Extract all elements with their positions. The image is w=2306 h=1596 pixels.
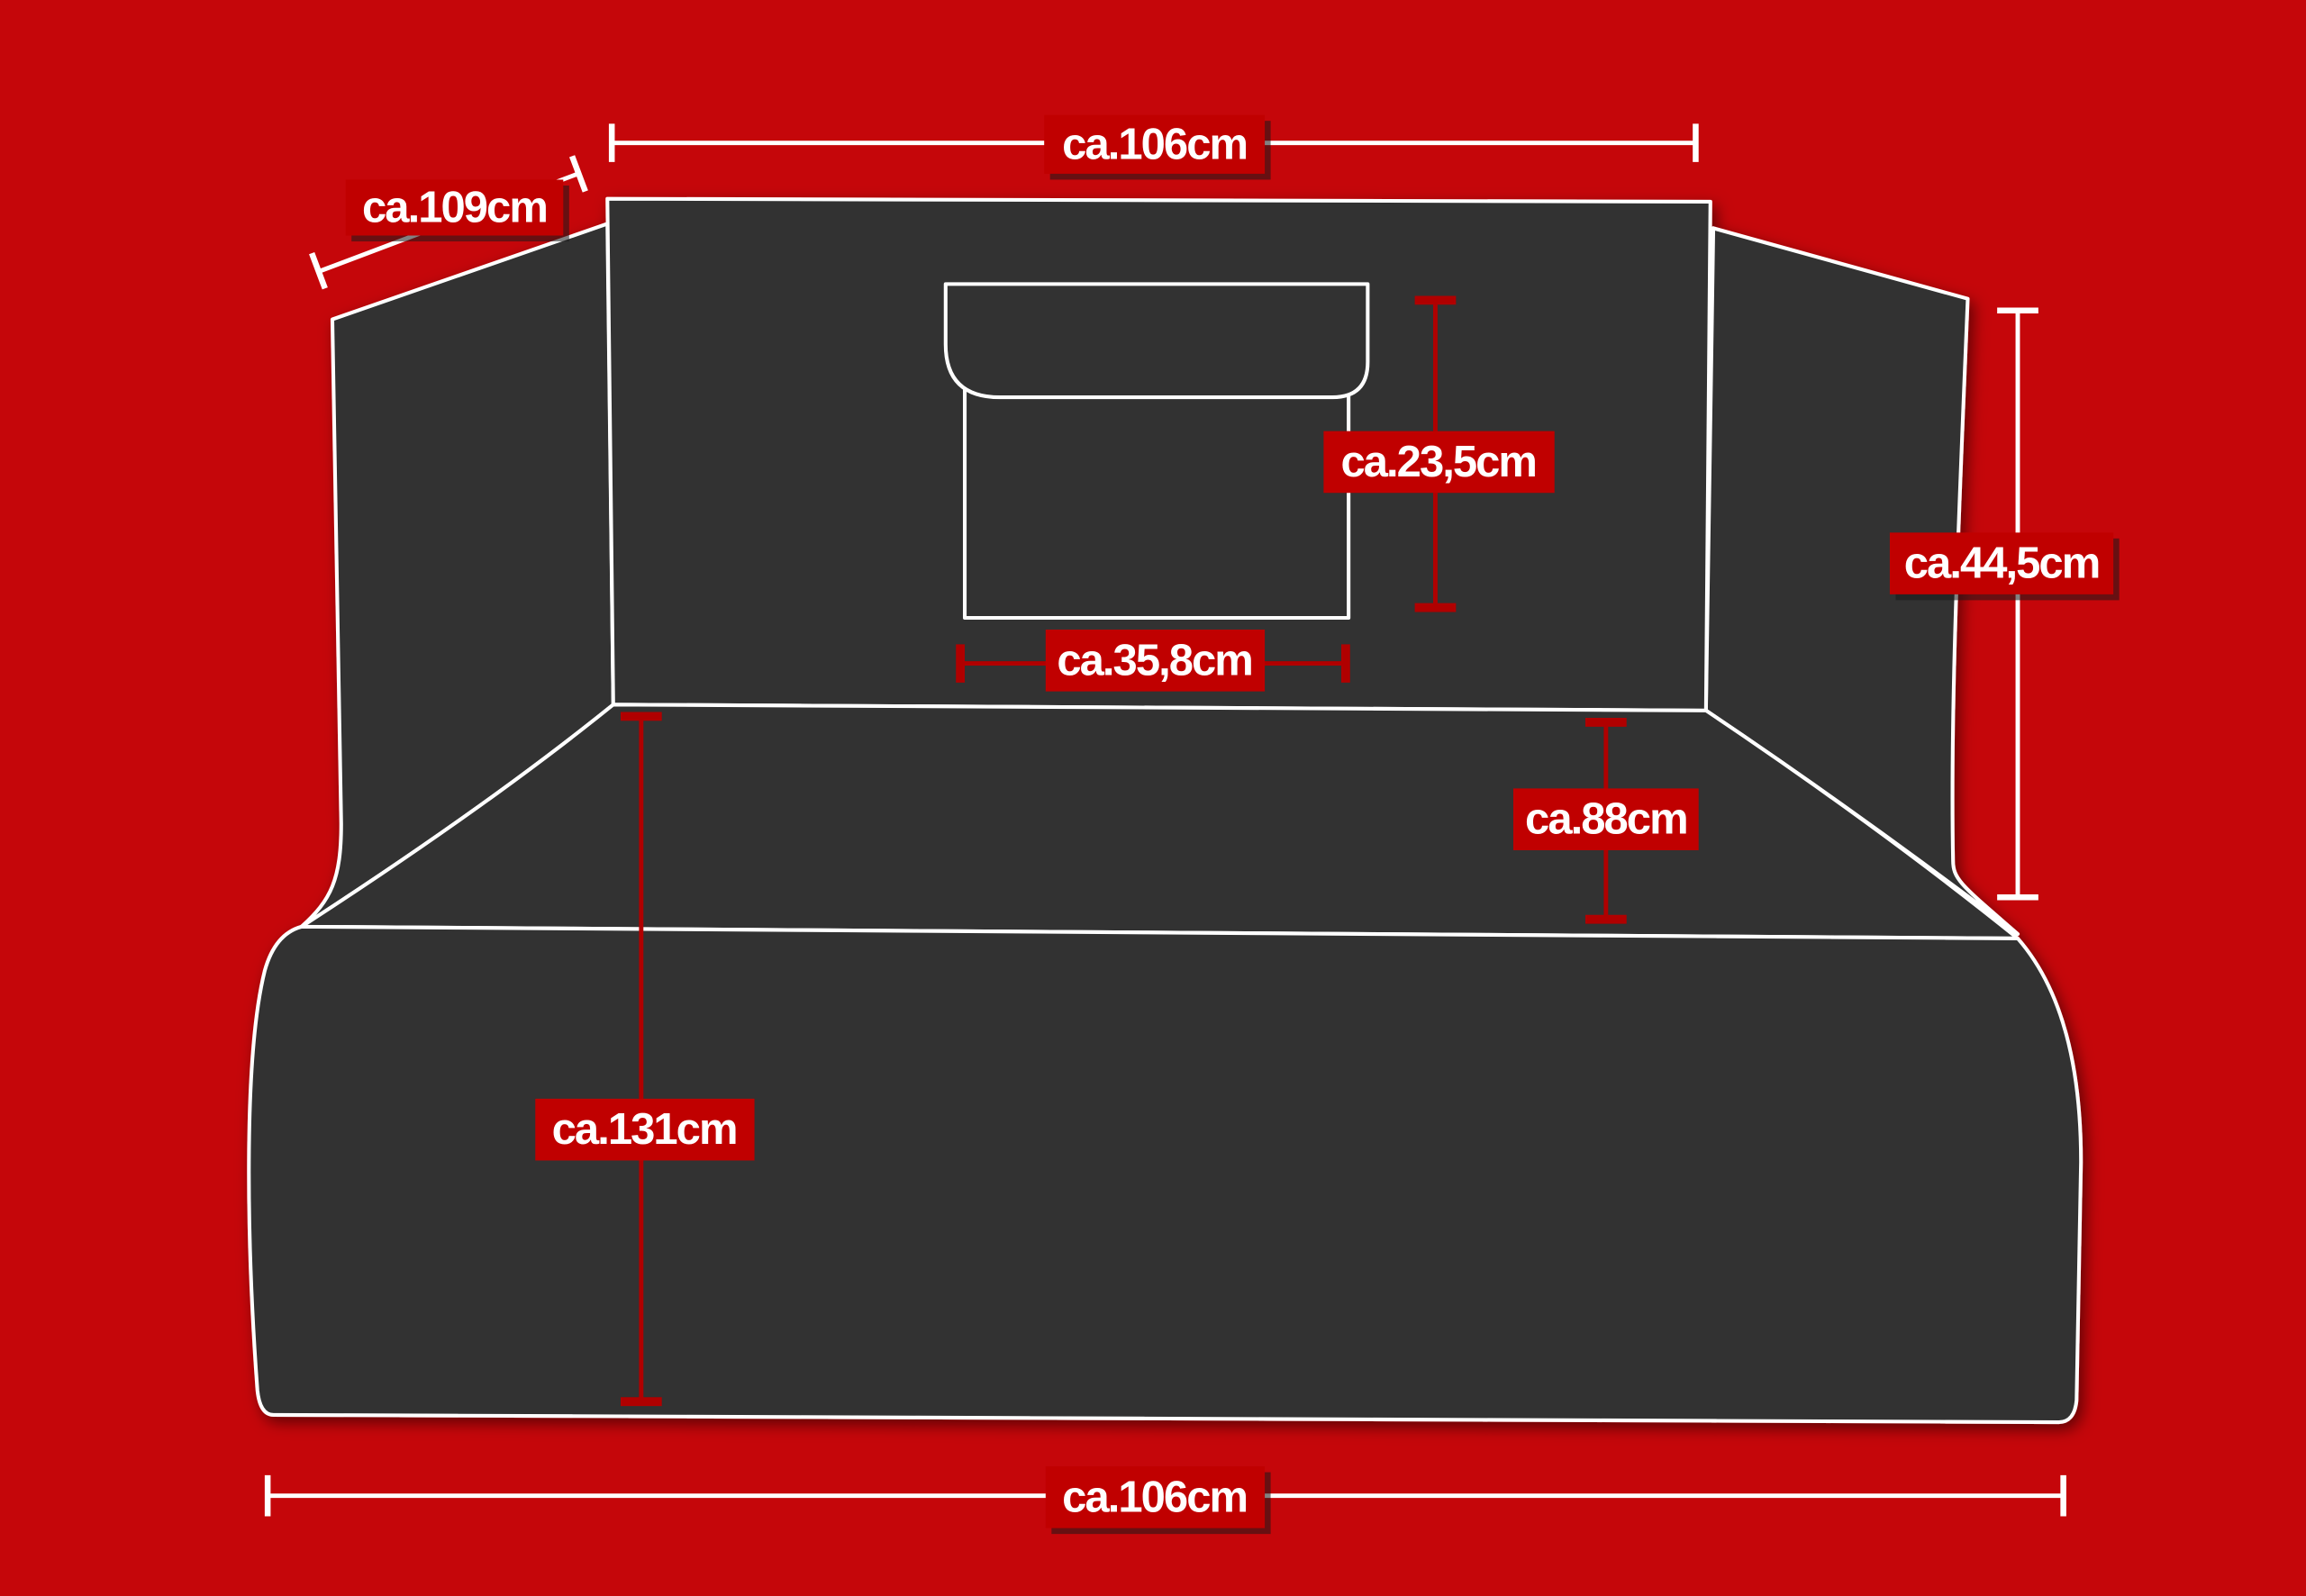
svg-text:ca.131cm: ca.131cm xyxy=(552,1105,737,1154)
label-pocket-height: ca.23,5cm xyxy=(1323,431,1555,494)
svg-text:ca.109cm: ca.109cm xyxy=(362,183,547,231)
label-back-width: ca.106cm xyxy=(1044,114,1271,180)
label-back-height: ca.44,5cm xyxy=(1889,532,2120,601)
label-pocket-width: ca.35,8cm xyxy=(1045,630,1266,692)
pocket-body xyxy=(962,366,1351,621)
label-bottom-width: ca.106cm xyxy=(1045,1466,1271,1535)
label-side-length: ca.109cm xyxy=(345,179,569,242)
bumper-protector xyxy=(247,924,2084,1425)
measure-total-length xyxy=(620,712,662,1407)
svg-text:ca.106cm: ca.106cm xyxy=(1062,1473,1247,1521)
label-floor-depth: ca.88cm xyxy=(1513,788,1699,850)
svg-text:ca.35,8cm: ca.35,8cm xyxy=(1057,636,1252,685)
svg-text:ca.88cm: ca.88cm xyxy=(1525,795,1687,844)
label-total-length: ca.131cm xyxy=(535,1098,755,1161)
measure-back-height xyxy=(1997,307,2038,901)
svg-text:ca.44,5cm: ca.44,5cm xyxy=(1904,540,2100,588)
svg-text:ca.23,5cm: ca.23,5cm xyxy=(1340,438,1536,486)
pocket-flap xyxy=(943,282,1370,400)
svg-text:ca.106cm: ca.106cm xyxy=(1062,120,1247,168)
trunk-liner xyxy=(247,196,2084,1425)
